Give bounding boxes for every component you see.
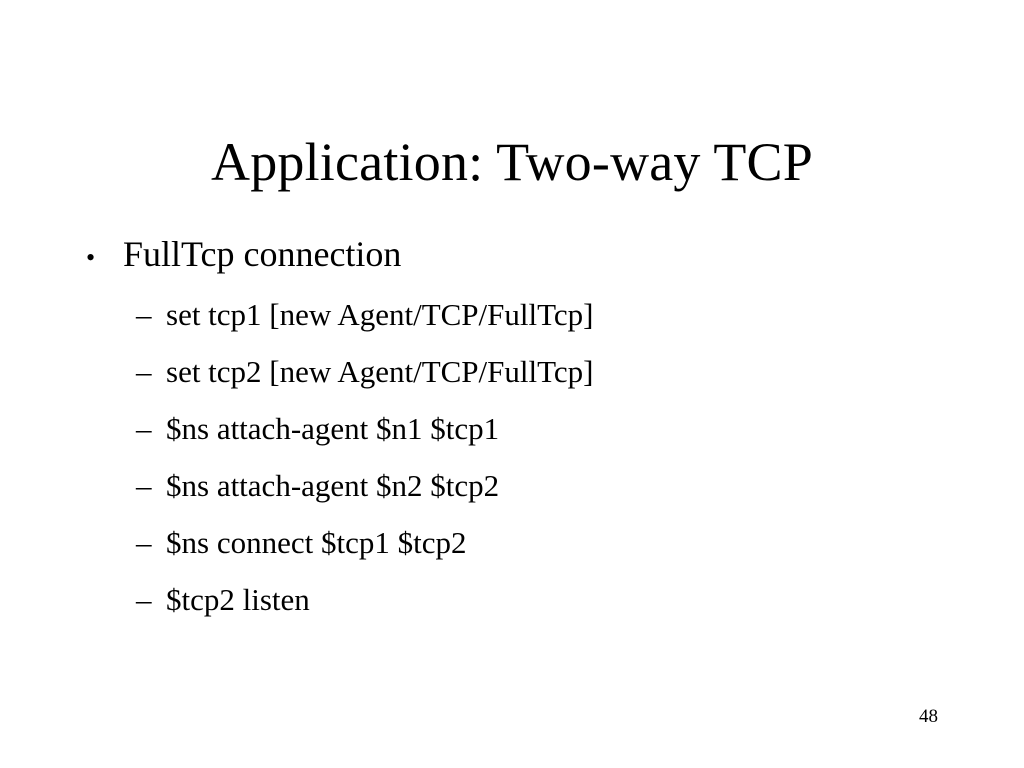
dash-bullet-icon: – [136,525,152,560]
dash-bullet-icon: – [136,468,152,503]
list-item-label: $ns connect $tcp1 $tcp2 [166,525,467,560]
list-item-label: set tcp1 [new Agent/TCP/FullTcp] [166,297,594,332]
dash-bullet-icon: – [136,354,152,389]
list-item: – set tcp2 [new Agent/TCP/FullTcp] [0,353,1024,410]
page-title: Application: Two-way TCP [211,132,813,193]
list-item: – $ns attach-agent $n2 $tcp2 [0,467,1024,524]
bullet-dot-icon: • [86,243,96,272]
list-item: – $tcp2 listen [0,581,1024,638]
list-item-label: $tcp2 listen [166,582,310,617]
list-item-label: $ns attach-agent $n2 $tcp2 [166,468,500,503]
list-item: – $ns connect $tcp1 $tcp2 [0,524,1024,581]
list-item: – $ns attach-agent $n1 $tcp1 [0,410,1024,467]
page-number: 48 [919,706,938,727]
dash-bullet-icon: – [136,582,152,617]
list-item-label: set tcp2 [new Agent/TCP/FullTcp] [166,354,594,389]
dash-bullet-icon: – [136,297,152,332]
list-item-level1-label: FullTcp connection [123,234,402,274]
dash-bullet-icon: – [136,411,152,446]
slide-body: • FullTcp connection – set tcp1 [new Age… [0,232,1024,638]
list-item-level1: • FullTcp connection [0,232,1024,278]
sub-list: – set tcp1 [new Agent/TCP/FullTcp] – set… [0,296,1024,638]
list-item: – set tcp1 [new Agent/TCP/FullTcp] [0,296,1024,353]
list-item-label: $ns attach-agent $n1 $tcp1 [166,411,500,446]
